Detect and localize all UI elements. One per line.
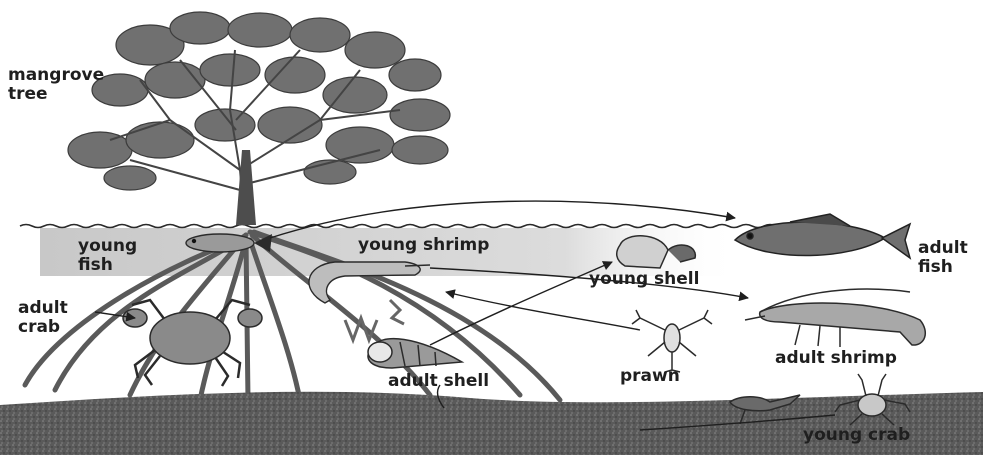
- label-young-fish: young fish: [78, 237, 137, 275]
- label-mangrove-tree-line-1: mangrove: [8, 66, 104, 85]
- label-adult-shrimp: adult shrimp: [775, 349, 897, 368]
- label-adult-shell: adult shell: [388, 372, 489, 391]
- label-adult-fish: adult fish: [918, 239, 968, 277]
- mangrove-tree-illustration: [25, 12, 560, 400]
- prawn-illustration: [632, 310, 712, 372]
- label-young-fish-line-1: young: [78, 237, 137, 256]
- label-mangrove-tree: mangrove tree: [8, 66, 104, 104]
- label-prawn: prawn: [620, 367, 680, 386]
- label-young-shell: young shell: [589, 270, 699, 289]
- sediment-floor: [0, 392, 983, 455]
- adult-shell-illustration: [368, 339, 462, 368]
- label-mangrove-tree-line-2: tree: [8, 85, 104, 104]
- young-shrimp-illustration: [309, 262, 430, 303]
- label-adult-crab-line-2: crab: [18, 318, 68, 337]
- label-young-crab: young crab: [803, 426, 910, 445]
- adult-fish-illustration: [735, 214, 910, 258]
- adult-shrimp-illustration: [745, 289, 925, 347]
- label-adult-fish-line-2: fish: [918, 258, 968, 277]
- label-young-fish-line-2: fish: [78, 256, 137, 275]
- water-surface-line: [20, 225, 776, 228]
- label-young-shrimp: young shrimp: [358, 236, 489, 255]
- label-adult-fish-line-1: adult: [918, 239, 968, 258]
- label-adult-crab-line-1: adult: [18, 299, 68, 318]
- label-adult-crab: adult crab: [18, 299, 68, 337]
